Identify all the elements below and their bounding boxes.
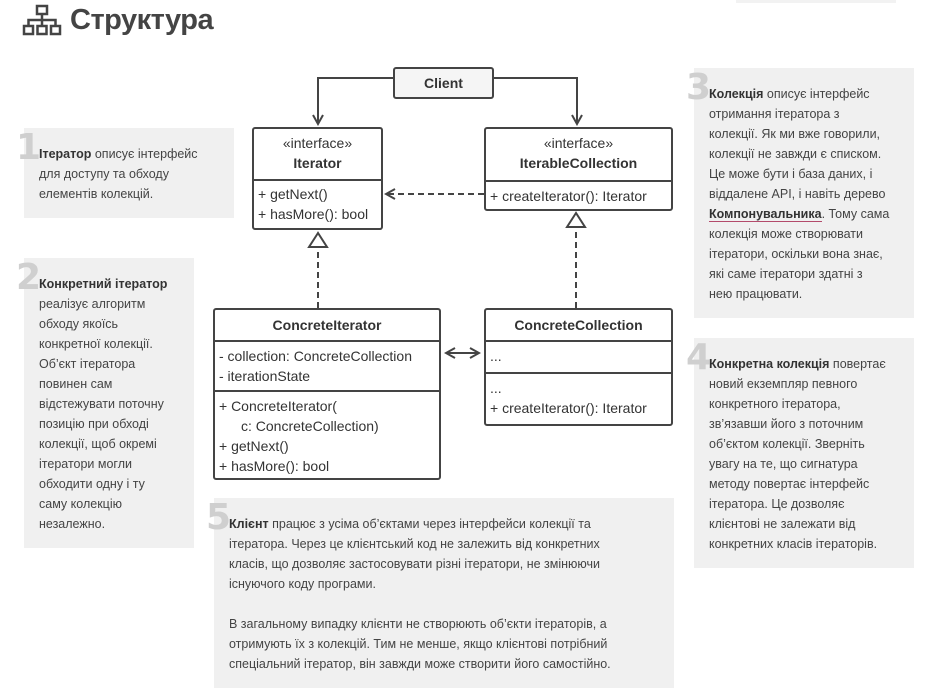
method: ... xyxy=(490,380,502,396)
note-term: Клієнт xyxy=(229,517,269,531)
note-text: новий екземпляр певного xyxy=(709,377,858,391)
note-text: клієнтові не залежати від xyxy=(709,517,856,531)
note-text: позицію при обході xyxy=(39,417,149,431)
structure-icon xyxy=(22,4,62,36)
top-bar-decoration xyxy=(736,0,896,3)
note-text: працює з усіма об’єктами через інтерфейс… xyxy=(268,517,591,531)
note-text: зв’язавши його з поточним xyxy=(709,417,864,431)
note-text: нею працювати. xyxy=(709,287,803,301)
stereotype-label: «interface» xyxy=(543,135,614,151)
method: + hasMore(): bool xyxy=(258,206,369,222)
iterator-interface-box: «interface» Iterator + getNext() + hasMo… xyxy=(252,127,383,230)
note-1: 1 Ітератор описує інтерфейс для доступу … xyxy=(16,128,234,218)
note-text: елементів колекцій. xyxy=(39,187,154,201)
note-number: 1 xyxy=(16,127,42,168)
iterable-collection-interface-box: «interface» IterableCollection + createI… xyxy=(484,127,673,211)
note-text: для доступу та обходу xyxy=(39,167,169,181)
stereotype-label: «interface» xyxy=(282,135,353,151)
note-text: спеціальний ітератор, він завжди може ст… xyxy=(229,657,611,671)
note-text: конкретного ітератора, xyxy=(709,397,841,411)
note-text: віддалене API, і навіть дерево xyxy=(709,187,886,201)
note-text: ітератора. Це дозволяє xyxy=(709,497,845,511)
note-number: 4 xyxy=(686,337,712,378)
method: + ConcreteIterator( xyxy=(219,398,337,414)
note-text: саму колекцію xyxy=(39,497,122,511)
section-title: Структура xyxy=(22,0,214,40)
note-text: ітератори, оскільки вона знає, xyxy=(709,247,883,261)
note-text: описує інтерфейс xyxy=(91,147,198,161)
method: + getNext() xyxy=(219,438,289,454)
concrete-iterator-class-box: ConcreteIterator - collection: ConcreteC… xyxy=(213,308,441,480)
association-client-iterator xyxy=(318,77,393,124)
note-text: колекція може створювати xyxy=(709,227,864,241)
note-text: конкретних класів ітераторів. xyxy=(709,537,878,551)
field: - collection: ConcreteCollection xyxy=(219,348,412,364)
note-text: конкретної колекції. xyxy=(39,337,153,351)
note-text: які саме ітератори здатні з xyxy=(709,267,863,281)
note-text: відстежувати поточну xyxy=(39,397,164,411)
note-number: 5 xyxy=(206,497,232,538)
note-text: увагу на те, що сигнатура xyxy=(709,457,858,471)
field: ... xyxy=(490,348,502,364)
note-2: 2 Конкретний ітератор реалізує алгоритм … xyxy=(16,258,194,548)
note-text: . Тому сама xyxy=(821,207,890,221)
page-title: Структура xyxy=(70,3,214,36)
note-text: незалежно. xyxy=(39,517,106,531)
field: - iterationState xyxy=(219,368,311,384)
note-text: колекції не завжди є списком. xyxy=(709,147,882,161)
client-box: Client xyxy=(393,67,494,99)
method: + createIterator(): Iterator xyxy=(490,188,647,204)
note-text: ітератори могли xyxy=(39,457,132,471)
class-name: ConcreteIterator xyxy=(272,317,382,333)
note-text: об’єктом колекції. Зверніть xyxy=(709,437,865,451)
note-text: реалізує алгоритм xyxy=(39,297,146,311)
method: + getNext() xyxy=(258,186,328,202)
note-text: обходу якоїсь xyxy=(39,317,119,331)
note-text: Об’єкт ітератора xyxy=(39,357,136,371)
method-param: c: ConcreteCollection) xyxy=(241,418,379,434)
realization-triangle xyxy=(565,211,587,228)
note-text: В загальному випадку клієнти не створюют… xyxy=(229,617,607,631)
note-text: обходити одну і ту xyxy=(39,477,145,491)
note-text: Це може бути і база даних, і xyxy=(709,167,873,181)
note-text: повертає xyxy=(829,357,886,371)
note-text: колекції, щоб окремі xyxy=(39,437,157,451)
composite-pattern-link[interactable]: Компонувальника xyxy=(709,207,822,222)
note-text: ітератора. Через це клієнтський код не з… xyxy=(229,537,600,551)
note-term: Колекція xyxy=(709,87,764,101)
note-number: 3 xyxy=(686,67,712,108)
note-text: колекції. Як ми вже говорили, xyxy=(709,127,881,141)
note-number: 2 xyxy=(16,257,42,298)
note-term: Конкретний ітератор xyxy=(39,277,168,291)
concrete-collection-class-box: ConcreteCollection ... ... + createItera… xyxy=(484,308,673,426)
class-name: Iterator xyxy=(293,155,342,171)
note-text: повинен сам xyxy=(39,377,113,391)
note-4: 4 Конкретна колекція повертає новий екзе… xyxy=(686,338,914,568)
note-3: 3 Колекція описує інтерфейс отримання іт… xyxy=(686,68,914,318)
method: + createIterator(): Iterator xyxy=(490,400,647,416)
note-text: класів, що дозволяє застосовувати різні … xyxy=(229,557,601,571)
note-text: описує інтерфейс xyxy=(763,87,870,101)
note-text: існуючого коду програми. xyxy=(229,577,376,591)
note-text: отримання ітератора з xyxy=(709,107,840,121)
note-term: Ітератор xyxy=(39,147,92,161)
realization-triangle xyxy=(307,231,329,248)
class-name: ConcreteCollection xyxy=(514,317,643,333)
association-client-collection xyxy=(494,77,577,124)
note-5: 5 Клієнт працює з усіма об’єктами через … xyxy=(206,498,674,688)
class-name: IterableCollection xyxy=(519,155,638,171)
note-text: методу повертає інтерфейс xyxy=(709,477,870,491)
note-text: отримують їх з колекцій. Тим не менше, я… xyxy=(229,637,608,651)
note-term: Конкретна колекція xyxy=(709,357,830,371)
method: + hasMore(): bool xyxy=(219,458,330,474)
